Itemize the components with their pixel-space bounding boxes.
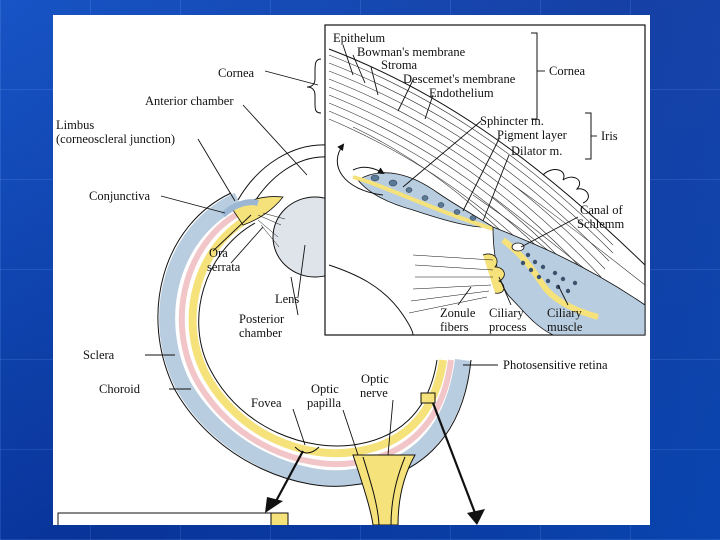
label-zonule: Zonule xyxy=(440,306,476,320)
label-ciliary-process: Ciliary xyxy=(489,306,524,320)
label-sclera: Sclera xyxy=(83,348,115,362)
choroid-layer xyxy=(178,207,454,468)
label-epithelium: Epithelum xyxy=(333,31,385,45)
leader-lines xyxy=(145,44,579,456)
label-endothelium: Endothelium xyxy=(429,86,494,100)
label-ora: Ora xyxy=(209,246,228,260)
label-descemets-membrane: Descemet's membrane xyxy=(403,72,516,86)
inset-panel xyxy=(324,24,646,336)
label-iris-group: Iris xyxy=(601,129,618,143)
diagram-panel: Cornea Anterior chamber Limbus (corneosc… xyxy=(53,15,650,525)
label-canal-of: Canal of xyxy=(580,203,624,217)
eye-diagram: Cornea Anterior chamber Limbus (corneosc… xyxy=(56,24,646,525)
label-lens: Lens xyxy=(275,292,299,306)
label-pigment-layer: Pigment layer xyxy=(497,128,568,142)
label-optic-papilla-sub: papilla xyxy=(307,396,341,410)
label-limbus-sub: (corneoscleral junction) xyxy=(56,132,175,146)
label-optic-papilla: Optic xyxy=(311,382,339,396)
label-anterior-chamber: Anterior chamber xyxy=(145,94,234,108)
label-photosensitive-retina: Photosensitive retina xyxy=(503,358,608,372)
label-dilator: Dilator m. xyxy=(511,144,562,158)
sclera-layer xyxy=(159,192,471,487)
label-fovea: Fovea xyxy=(251,396,282,410)
label-bowmans-membrane: Bowman's membrane xyxy=(357,45,466,59)
label-cornea: Cornea xyxy=(218,66,255,80)
label-zonule-fibers: fibers xyxy=(440,320,469,334)
label-choroid: Choroid xyxy=(99,382,141,396)
label-ciliary-muscle-sub: muscle xyxy=(547,320,583,334)
label-sphincter: Sphincter m. xyxy=(480,114,544,128)
optic-nerve-shape xyxy=(352,454,416,525)
label-schlemm: Schlemm xyxy=(577,217,624,231)
label-conjunctiva: Conjunctiva xyxy=(89,189,151,203)
label-stroma: Stroma xyxy=(381,58,418,72)
callout-arrows xyxy=(57,402,485,525)
retina-layer xyxy=(188,213,447,458)
label-optic-nerve-sub: nerve xyxy=(360,386,388,400)
label-posterior-chamber: chamber xyxy=(239,326,283,340)
label-ciliary-process-sub: process xyxy=(489,320,527,334)
label-posterior: Posterior xyxy=(239,312,285,326)
label-limbus: Limbus xyxy=(56,118,94,132)
label-optic-nerve: Optic xyxy=(361,372,389,386)
label-ciliary-muscle: Ciliary xyxy=(547,306,582,320)
label-cornea-group: Cornea xyxy=(549,64,586,78)
label-ora-serrata: serrata xyxy=(207,260,241,274)
eye-globe xyxy=(157,144,472,525)
